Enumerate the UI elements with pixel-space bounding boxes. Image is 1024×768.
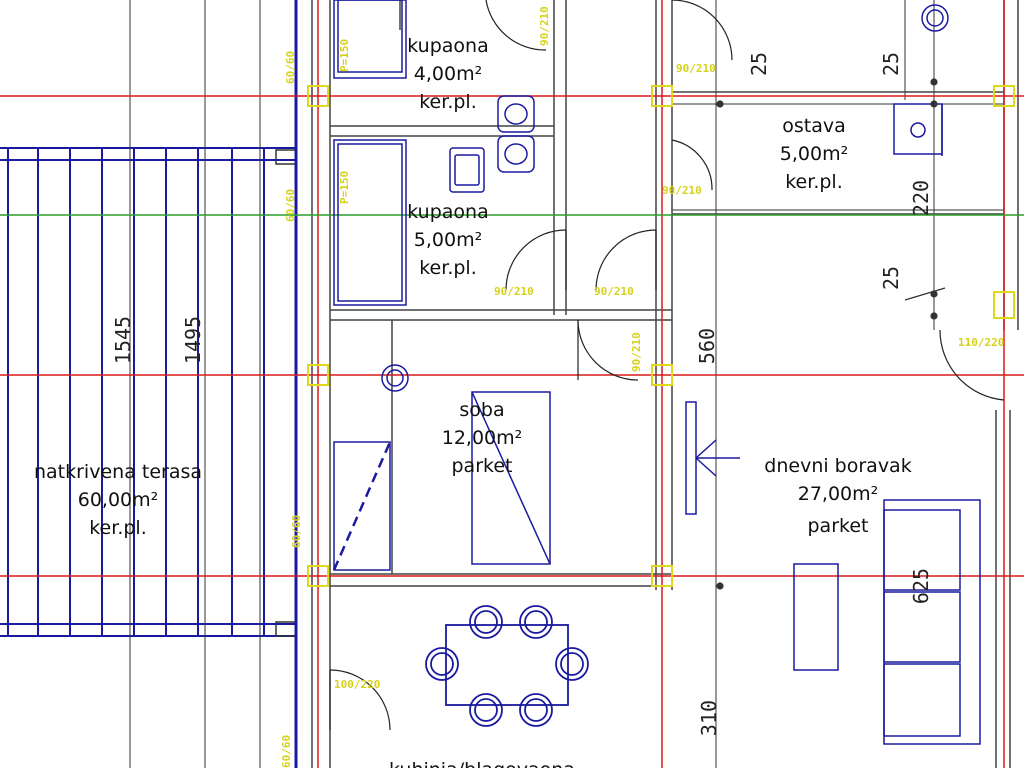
room-label-kuhinja: kuhinja/blagovaona <box>389 759 575 768</box>
room-label-soba: soba 12,00m² parket <box>442 399 523 477</box>
door-tag: 60/60 <box>290 515 303 548</box>
room-floor: ker.pl. <box>419 91 477 113</box>
room-label-boravak: dnevni boravak 27,00m² parket <box>764 455 911 537</box>
room-floor: parket <box>808 515 869 537</box>
room-area: 4,00m² <box>414 63 482 85</box>
room-name: kuhinja/blagovaona <box>389 759 575 768</box>
room-area: 12,00m² <box>442 427 523 449</box>
dimension-ticks <box>716 78 946 590</box>
gray-gridlines <box>129 0 1004 768</box>
door-tag: P=150 <box>338 171 351 204</box>
dim-625: 625 <box>909 568 933 604</box>
soba-furniture <box>332 364 551 571</box>
room-label-terasa: natkrivena terasa 60,00m² ker.pl. <box>34 461 202 539</box>
room-name: dnevni boravak <box>764 455 911 477</box>
door-tag: 90/210 <box>594 285 634 298</box>
dim-25-a: 25 <box>747 52 771 76</box>
dim-560: 560 <box>695 328 719 364</box>
bathroom-fixtures <box>333 0 949 306</box>
room-area: 5,00m² <box>414 229 482 251</box>
door-tag: 60/60 <box>284 189 297 222</box>
door-tag: 90/210 <box>662 184 702 197</box>
door-tag: 90/210 <box>630 332 643 372</box>
room-area: 5,00m² <box>780 143 848 165</box>
dimension-labels: 1545 1495 560 310 625 220 25 25 25 <box>111 52 933 736</box>
room-floor: parket <box>452 455 513 477</box>
room-label-kupaona-1: kupaona 4,00m² ker.pl. <box>407 35 488 113</box>
room-floor: ker.pl. <box>89 517 147 539</box>
dim-220: 220 <box>909 180 933 216</box>
door-swings <box>329 0 1005 731</box>
room-name: soba <box>459 399 504 421</box>
door-tag: 60/60 <box>284 51 297 84</box>
door-tag: 90/210 <box>676 62 716 75</box>
door-tag: 90/210 <box>538 6 551 46</box>
room-floor: ker.pl. <box>419 257 477 279</box>
living-room-furniture <box>685 401 981 745</box>
dim-25-c: 25 <box>879 266 903 290</box>
dim-25-b: 25 <box>879 52 903 76</box>
room-area: 60,00m² <box>78 489 159 511</box>
room-name: kupaona <box>407 35 488 57</box>
door-tag: 100/220 <box>334 678 380 691</box>
door-tag: P=150 <box>338 39 351 72</box>
door-tag: 110/220 <box>958 336 1004 349</box>
room-floor: ker.pl. <box>785 171 843 193</box>
room-label-kupaona-2: kupaona 5,00m² ker.pl. <box>407 201 488 279</box>
door-tags: 90/210 90/210 90/210 90/210 90/210 90/21… <box>280 6 1004 768</box>
room-label-ostava: ostava 5,00m² ker.pl. <box>780 115 848 193</box>
room-name: natkrivena terasa <box>34 461 202 483</box>
room-area: 27,00m² <box>798 483 879 505</box>
door-tag: 60/60 <box>280 735 293 768</box>
dining-set <box>425 605 589 727</box>
room-name: ostava <box>782 115 846 137</box>
dim-1545: 1545 <box>111 316 135 364</box>
dim-1495: 1495 <box>181 316 205 364</box>
column-markers <box>307 85 1015 587</box>
dim-310: 310 <box>697 700 721 736</box>
room-name: kupaona <box>407 201 488 223</box>
door-tag: 90/210 <box>494 285 534 298</box>
terrace-slats <box>0 147 297 637</box>
